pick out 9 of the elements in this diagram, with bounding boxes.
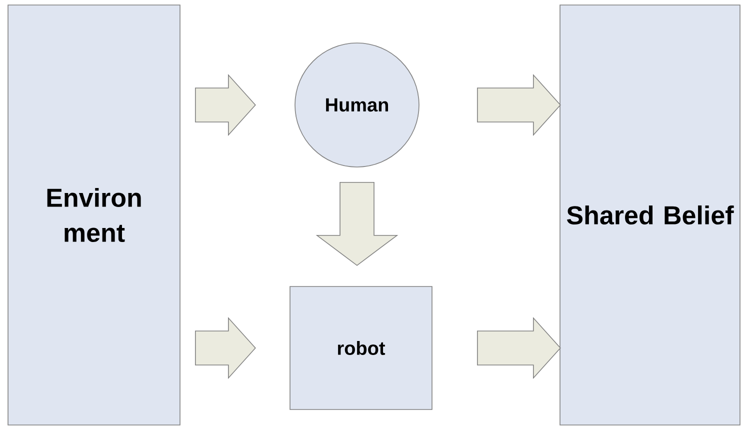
block-arrow	[195, 74, 256, 136]
block-box: Environ ment	[8, 4, 180, 426]
process-box: robot	[290, 286, 432, 410]
block-arrow	[477, 74, 561, 136]
block-arrow	[477, 316, 561, 380]
circle-node: Human	[294, 42, 420, 168]
block-arrow	[316, 182, 398, 266]
block-arrow	[195, 316, 256, 380]
block-box: Shared Belief	[560, 4, 740, 426]
